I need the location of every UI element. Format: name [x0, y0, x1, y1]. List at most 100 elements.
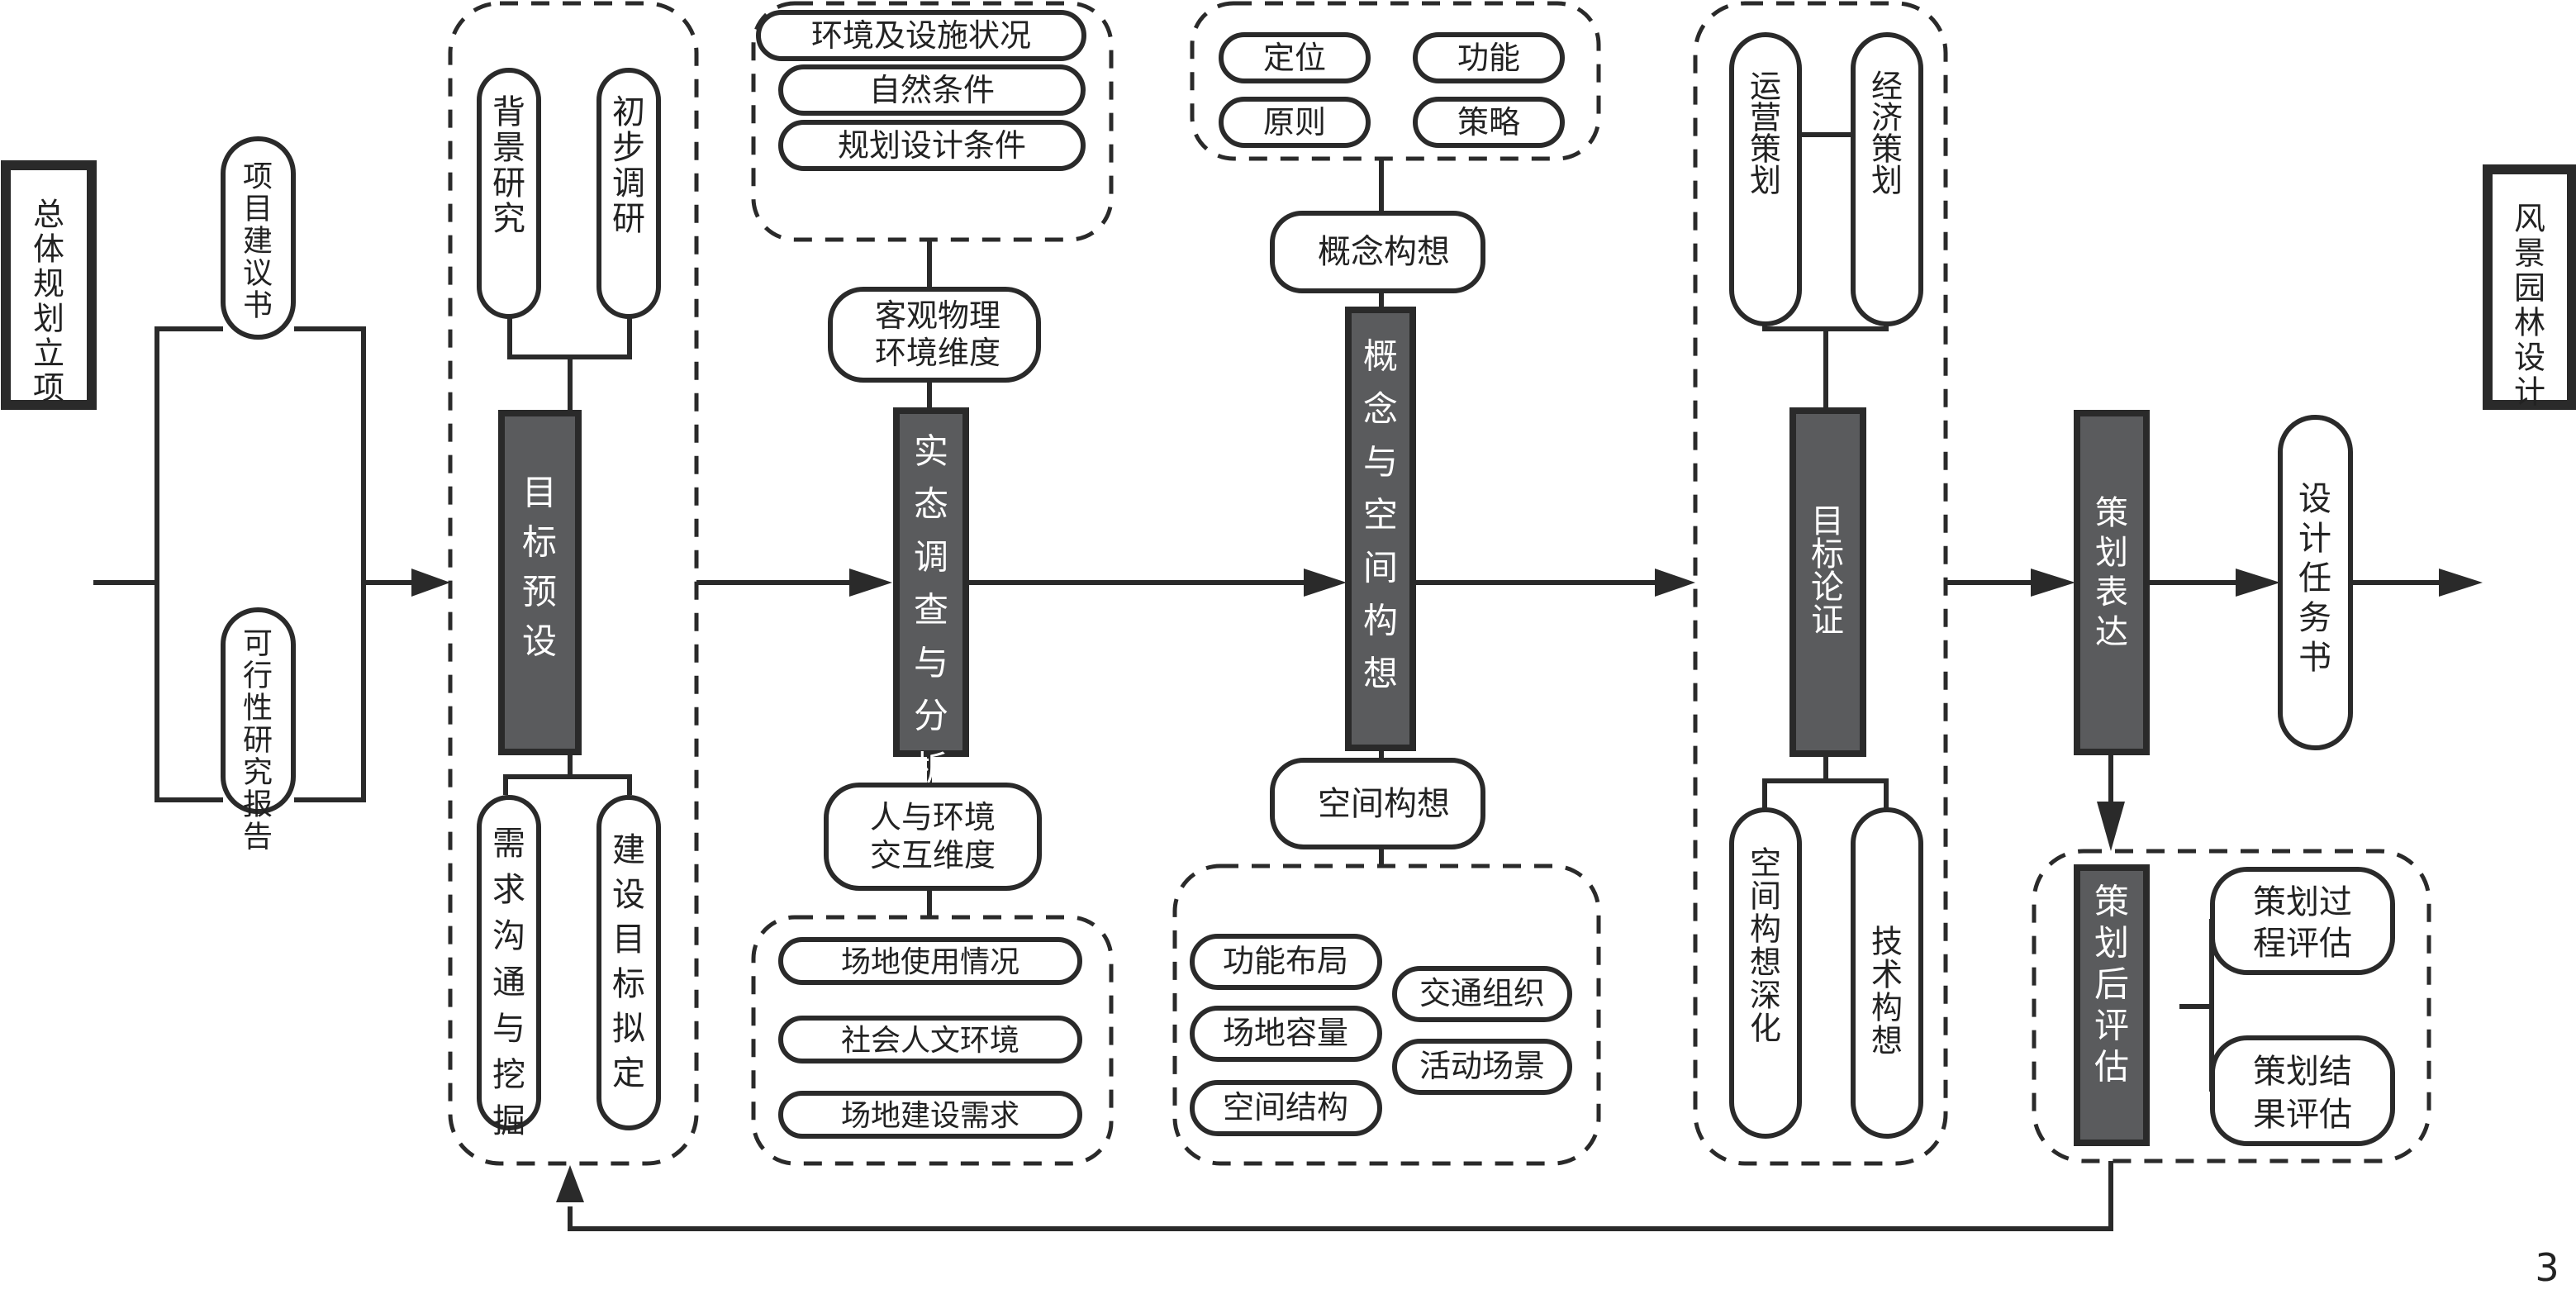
vertical-char: 设 — [2298, 480, 2331, 518]
vertical-char: 运 — [1750, 68, 1781, 104]
stage6-item-2-line-1: 策划结 — [2253, 1053, 2352, 1091]
start-node-label: 总体规划立项 — [33, 196, 64, 406]
vertical-char: 与 — [914, 643, 948, 683]
vertical-char: 划 — [2095, 534, 2128, 572]
stage3-bottom-right-item-1-label: 交通组织 — [1419, 975, 1545, 1011]
vertical-char: 书 — [243, 289, 273, 323]
stage3-top-item-2 — [1413, 32, 1565, 83]
vertical-char: 报 — [243, 788, 273, 822]
vertical-char: 立 — [33, 335, 64, 371]
stage1-bottom-item-1 — [477, 795, 541, 1130]
vertical-char: 设 — [612, 876, 645, 914]
vertical-char: 任 — [2298, 559, 2331, 597]
stage4-top-connector-b — [1762, 324, 1889, 331]
page-number: 3 — [2535, 1245, 2559, 1290]
arrow-to-stage5 — [2031, 569, 2075, 597]
stage1-top-item-2-label: 初步调研 — [612, 93, 645, 238]
vertical-char: 建 — [612, 831, 645, 869]
stage2-bottom-item-1-label: 场地使用情况 — [841, 945, 1019, 979]
stage3-bottom-right-item-2-label: 活动场景 — [1419, 1048, 1545, 1084]
vertical-char: 表 — [2095, 573, 2128, 611]
vertical-char: 划 — [1871, 162, 1903, 198]
stage4-top-item-2 — [1851, 32, 1923, 326]
arrow-to-output — [2236, 569, 2280, 597]
vertical-char: 估 — [2094, 1047, 2129, 1087]
vertical-char: 策 — [1871, 131, 1903, 167]
stage4-top-item-1 — [1729, 32, 1802, 326]
stage2-top-dimension-line-2: 环境维度 — [875, 335, 1000, 371]
stage4-bottom-item-2-label: 技术构想 — [1871, 923, 1903, 1059]
vertical-char: 议 — [243, 257, 273, 291]
stage3-top-node — [1270, 211, 1485, 293]
arrow-to-stage4 — [1655, 569, 1695, 597]
vertical-char: 评 — [2094, 1006, 2129, 1046]
stage3-top-item-1-label: 定位 — [1263, 40, 1326, 76]
stage2-top-item-1-label: 环境及设施状况 — [811, 17, 1031, 54]
stage6-item-2 — [2210, 1035, 2395, 1146]
vertical-char: 想 — [1363, 654, 1398, 694]
vertical-char: 想 — [1871, 1022, 1903, 1059]
stage2-top-group — [751, 1, 1114, 242]
vertical-char: 查 — [914, 590, 948, 630]
vertical-char: 策 — [2095, 494, 2128, 532]
vertical-char: 设 — [2514, 339, 2545, 375]
end-node-box — [2483, 164, 2576, 410]
vertical-char: 构 — [1363, 601, 1398, 641]
stage2-bottom-dimension-line-2: 交互维度 — [870, 837, 996, 873]
stage3-bottom-left-item-1-label: 功能布局 — [1223, 943, 1348, 979]
vertical-char: 技 — [1871, 923, 1903, 959]
stage1-bottom-item-2-label: 建设目标拟定 — [612, 831, 645, 1092]
vertical-char: 标 — [1811, 535, 1844, 573]
vertical-char: 目 — [522, 473, 557, 513]
stage6-item-1 — [2210, 867, 2395, 975]
vertical-char: 与 — [1363, 442, 1398, 483]
vertical-char: 划 — [2094, 923, 2129, 964]
vertical-char: 目 — [1811, 502, 1844, 540]
stage1-bottom-item-2 — [596, 795, 661, 1130]
vertical-char: 拟 — [612, 1010, 645, 1048]
vertical-char: 计 — [2514, 374, 2545, 410]
stage1-bottom-item-1-label: 需求沟通与挖掘 — [492, 825, 525, 1140]
vertical-char: 景 — [2514, 235, 2545, 271]
vertical-char: 沟 — [492, 917, 525, 955]
stage3-bottom-left-item-1 — [1190, 934, 1382, 990]
vertical-char: 研 — [492, 164, 525, 202]
vertical-char: 书 — [2298, 639, 2331, 677]
stage6-item-1-line-2: 程评估 — [2253, 925, 2352, 963]
stage4-top-item-2-label: 经济策划 — [1871, 68, 1903, 198]
vertical-char: 预 — [522, 572, 557, 612]
vertical-char: 构 — [1871, 989, 1903, 1025]
stage3-bottom-left-item-2 — [1190, 1006, 1382, 1062]
arrow-to-stage3 — [1304, 569, 1347, 597]
stage2-title-box — [893, 407, 969, 757]
vertical-char: 达 — [2095, 613, 2128, 651]
vertical-char: 究 — [243, 756, 273, 790]
vertical-char: 念 — [1363, 389, 1398, 430]
vertical-char: 园 — [2514, 269, 2545, 306]
stage2-top-item-2 — [778, 64, 1086, 116]
stage1-top-item-2 — [596, 68, 661, 319]
stage6-title-box — [2074, 864, 2150, 1146]
vertical-char: 深 — [1750, 977, 1781, 1013]
vertical-char: 证 — [1811, 602, 1844, 640]
input-project-proposal-label: 项目建议书 — [243, 160, 273, 323]
stage4-bottom-item-1 — [1729, 807, 1802, 1139]
vertical-char: 掘 — [492, 1102, 525, 1140]
input-feasibility-report-label: 可行性研究报告 — [243, 627, 273, 854]
stage3-bottom-left-item-3-label: 空间结构 — [1223, 1089, 1348, 1125]
stage1-top-connector — [507, 314, 632, 359]
stage2-top-dimension-line-1: 客观物理 — [875, 297, 1000, 334]
vertical-char: 背 — [492, 93, 525, 131]
stage2-bottom-item-2 — [778, 1016, 1082, 1063]
vertical-char: 项 — [33, 369, 64, 406]
stage3-top-item-4 — [1413, 97, 1565, 148]
stage3-top-item-4-label: 策略 — [1457, 104, 1520, 140]
stage5-output — [2278, 415, 2353, 750]
stage3-top-item-2-label: 功能 — [1457, 40, 1520, 76]
stage2-title: 实态调查与分析 — [914, 431, 948, 789]
vertical-char: 研 — [243, 724, 273, 758]
stage1-bottom-connector — [503, 774, 632, 795]
stage2-top-item-3-label: 规划设计条件 — [838, 127, 1026, 164]
dashed-groups — [448, 1, 2431, 1166]
